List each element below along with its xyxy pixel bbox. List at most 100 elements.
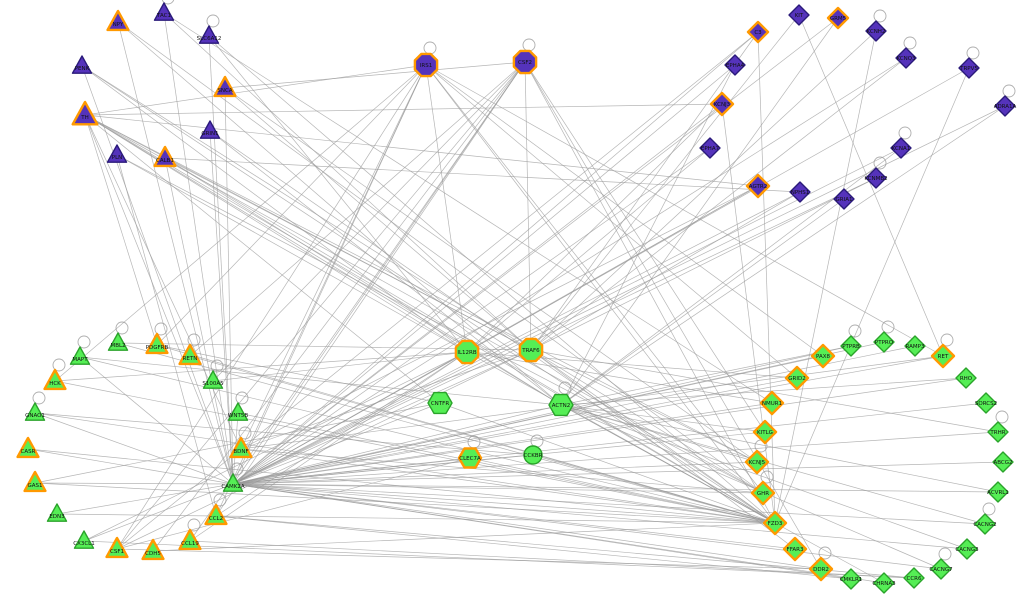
- node-shape[interactable]: [904, 335, 926, 357]
- node-shape[interactable]: [105, 536, 129, 559]
- node-CALB1[interactable]: [153, 145, 177, 168]
- node-shape[interactable]: [890, 137, 912, 159]
- node-CNTFR[interactable]: [427, 391, 453, 415]
- node-shape[interactable]: [826, 6, 850, 30]
- node-shape[interactable]: [106, 9, 130, 32]
- node-shape[interactable]: [107, 332, 129, 351]
- node-EDN3[interactable]: [46, 503, 68, 522]
- node-GHR[interactable]: [750, 480, 776, 506]
- node-IRS1[interactable]: [413, 52, 439, 78]
- node-NMUR1[interactable]: [759, 390, 785, 416]
- node-shape[interactable]: [106, 144, 128, 163]
- node-GRID2[interactable]: [784, 365, 810, 391]
- node-KCNA1[interactable]: [890, 137, 912, 159]
- node-shape[interactable]: [178, 343, 202, 366]
- node-WNT5B[interactable]: [227, 402, 249, 421]
- node-shape[interactable]: [724, 54, 746, 76]
- node-shape[interactable]: [987, 421, 1009, 443]
- node-shape[interactable]: [523, 445, 543, 465]
- node-FZD3[interactable]: [762, 510, 788, 536]
- node-EPHA4[interactable]: [724, 54, 746, 76]
- node-DDR2[interactable]: [808, 556, 834, 582]
- node-CACNG7[interactable]: [930, 558, 952, 580]
- node-S100A5[interactable]: [202, 370, 224, 389]
- node-GRIN1[interactable]: [199, 120, 221, 139]
- node-shape[interactable]: [975, 392, 997, 414]
- node-shape[interactable]: [759, 390, 785, 416]
- node-KCNJ5[interactable]: [744, 449, 770, 475]
- node-shape[interactable]: [994, 95, 1016, 117]
- node-KCNJ3[interactable]: [709, 91, 735, 117]
- node-shape[interactable]: [512, 49, 538, 75]
- node-KCNH2[interactable]: [865, 20, 887, 42]
- node-shape[interactable]: [71, 55, 93, 74]
- node-shape[interactable]: [227, 402, 249, 421]
- node-ACVRL1[interactable]: [987, 481, 1009, 503]
- node-shape[interactable]: [955, 367, 977, 389]
- node-shape[interactable]: [903, 567, 925, 589]
- node-shape[interactable]: [16, 436, 40, 459]
- node-shape[interactable]: [865, 167, 887, 189]
- node-GNAO1[interactable]: [24, 402, 46, 421]
- node-shape[interactable]: [548, 393, 574, 417]
- node-shape[interactable]: [865, 20, 887, 42]
- node-shape[interactable]: [895, 47, 917, 69]
- node-shape[interactable]: [43, 368, 67, 391]
- node-KIT[interactable]: [788, 4, 810, 26]
- node-KCNMB2[interactable]: [865, 167, 887, 189]
- node-shape[interactable]: [992, 451, 1014, 473]
- node-shape[interactable]: [782, 536, 808, 562]
- node-FFAR3[interactable]: [782, 536, 808, 562]
- node-GRIA1[interactable]: [833, 188, 855, 210]
- node-shape[interactable]: [840, 335, 862, 357]
- node-CCL19[interactable]: [178, 528, 202, 551]
- node-PDGFRB[interactable]: [145, 332, 169, 355]
- node-PAX8[interactable]: [810, 343, 836, 369]
- node-shape[interactable]: [873, 331, 895, 353]
- node-shape[interactable]: [23, 470, 47, 493]
- node-AGTR2[interactable]: [745, 173, 771, 199]
- node-shape[interactable]: [958, 57, 980, 79]
- node-ACTN2[interactable]: [548, 393, 574, 417]
- node-shape[interactable]: [974, 513, 996, 535]
- node-shape[interactable]: [71, 100, 99, 126]
- node-IL12RB[interactable]: [454, 339, 480, 365]
- node-shape[interactable]: [145, 332, 169, 355]
- node-SNCA[interactable]: [213, 75, 237, 98]
- node-shape[interactable]: [987, 481, 1009, 503]
- node-PTPRO[interactable]: [873, 331, 895, 353]
- node-CASR[interactable]: [16, 436, 40, 459]
- node-shape[interactable]: [413, 52, 439, 78]
- node-shape[interactable]: [202, 370, 224, 389]
- node-EPHA7[interactable]: [699, 137, 721, 159]
- node-shape[interactable]: [808, 556, 834, 582]
- node-TH[interactable]: [71, 100, 99, 126]
- node-shape[interactable]: [69, 346, 91, 365]
- node-shape[interactable]: [518, 337, 544, 363]
- node-SLC6A12[interactable]: [198, 25, 220, 44]
- node-RET[interactable]: [930, 343, 956, 369]
- node-RHO[interactable]: [955, 367, 977, 389]
- node-shape[interactable]: [178, 528, 202, 551]
- node-CACNG3[interactable]: [956, 538, 978, 560]
- node-C3[interactable]: [746, 20, 770, 44]
- node-shape[interactable]: [840, 568, 862, 590]
- node-CX3CL1[interactable]: [73, 530, 95, 549]
- node-MAPT[interactable]: [69, 346, 91, 365]
- node-shape[interactable]: [810, 343, 836, 369]
- node-shape[interactable]: [784, 365, 810, 391]
- node-PLN[interactable]: [106, 144, 128, 163]
- node-layer[interactable]: [16, 2, 1016, 594]
- node-shape[interactable]: [833, 188, 855, 210]
- node-shape[interactable]: [222, 473, 244, 492]
- node-PTPRB[interactable]: [840, 335, 862, 357]
- node-CSF1[interactable]: [105, 536, 129, 559]
- node-shape[interactable]: [956, 538, 978, 560]
- node-RAMP3[interactable]: [904, 335, 926, 357]
- node-shape[interactable]: [752, 419, 778, 445]
- node-shape[interactable]: [789, 181, 811, 203]
- node-shape[interactable]: [153, 2, 175, 21]
- node-CACNG2[interactable]: [974, 513, 996, 535]
- node-CDH5[interactable]: [141, 538, 165, 561]
- node-shape[interactable]: [788, 4, 810, 26]
